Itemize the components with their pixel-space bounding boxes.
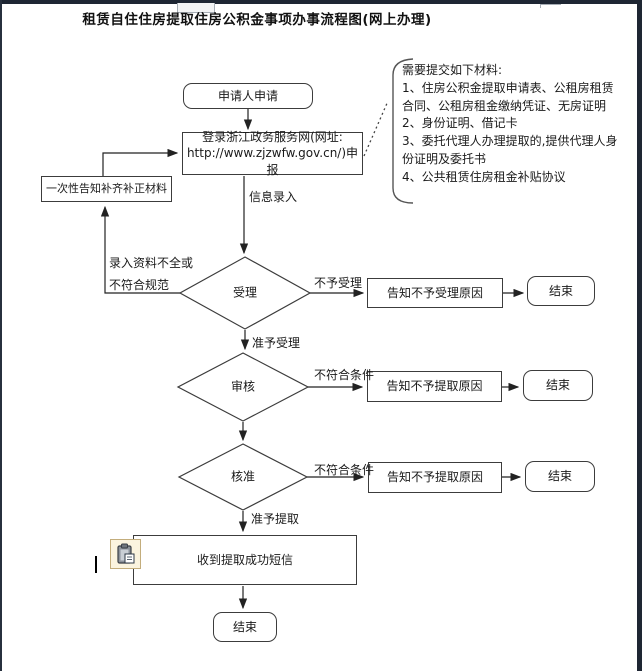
label-not-accepted: 不予受理 <box>314 276 363 290</box>
accept-diamond-label: 受理 <box>232 285 258 300</box>
login-node: 登录浙江政务服务网(网址: http://www.zjzwfw.gov.cn/)… <box>182 130 363 177</box>
page-title: 租赁自住住房提取住房公积金事项办事流程图(网上办理) <box>82 12 432 28</box>
reject-accept-node: 告知不予受理原因 <box>367 278 503 308</box>
i-beam-cursor <box>95 556 97 573</box>
sms-node: 收到提取成功短信 <box>133 535 357 585</box>
dashed-note-connector <box>363 100 389 157</box>
supplement-node: 一次性告知补齐补正材料 <box>41 176 172 202</box>
review-diamond-label: 审核 <box>230 379 256 394</box>
end-node: 结束 <box>527 276 595 306</box>
end-node: 结束 <box>525 461 595 492</box>
approve-diamond-label: 核准 <box>230 469 256 484</box>
clipboard-paste-icon[interactable] <box>110 539 141 569</box>
page-edge-left <box>0 0 2 671</box>
connector-supplement-to-login <box>102 148 179 176</box>
end-node: 结束 <box>523 370 593 401</box>
ruler-mark <box>540 4 561 8</box>
reject-extract-node-review: 告知不予提取原因 <box>367 371 502 402</box>
label-incomplete-material: 录入资料不全或 不符合规范 <box>109 256 194 293</box>
page-edge-right <box>637 0 642 671</box>
page-edge-top <box>0 0 642 4</box>
label-info-entry: 信息录入 <box>249 190 298 204</box>
label-extract-granted: 准予提取 <box>251 512 300 526</box>
label-not-qualified-approve: 不符合条件 <box>314 463 375 477</box>
ruler-mark <box>177 3 215 13</box>
reject-extract-node-approve: 告知不予提取原因 <box>368 462 502 493</box>
label-accept-granted: 准予受理 <box>252 336 301 350</box>
label-not-qualified-review: 不符合条件 <box>314 368 375 382</box>
end-node: 结束 <box>213 612 277 642</box>
start-node: 申请人申请 <box>183 83 313 109</box>
clipboard-paste-glyph <box>117 543 135 564</box>
materials-note: 需要提交如下材料: 1、住房公积金提取申请表、公租房租赁合同、公租房租金缴纳凭证… <box>402 63 618 184</box>
